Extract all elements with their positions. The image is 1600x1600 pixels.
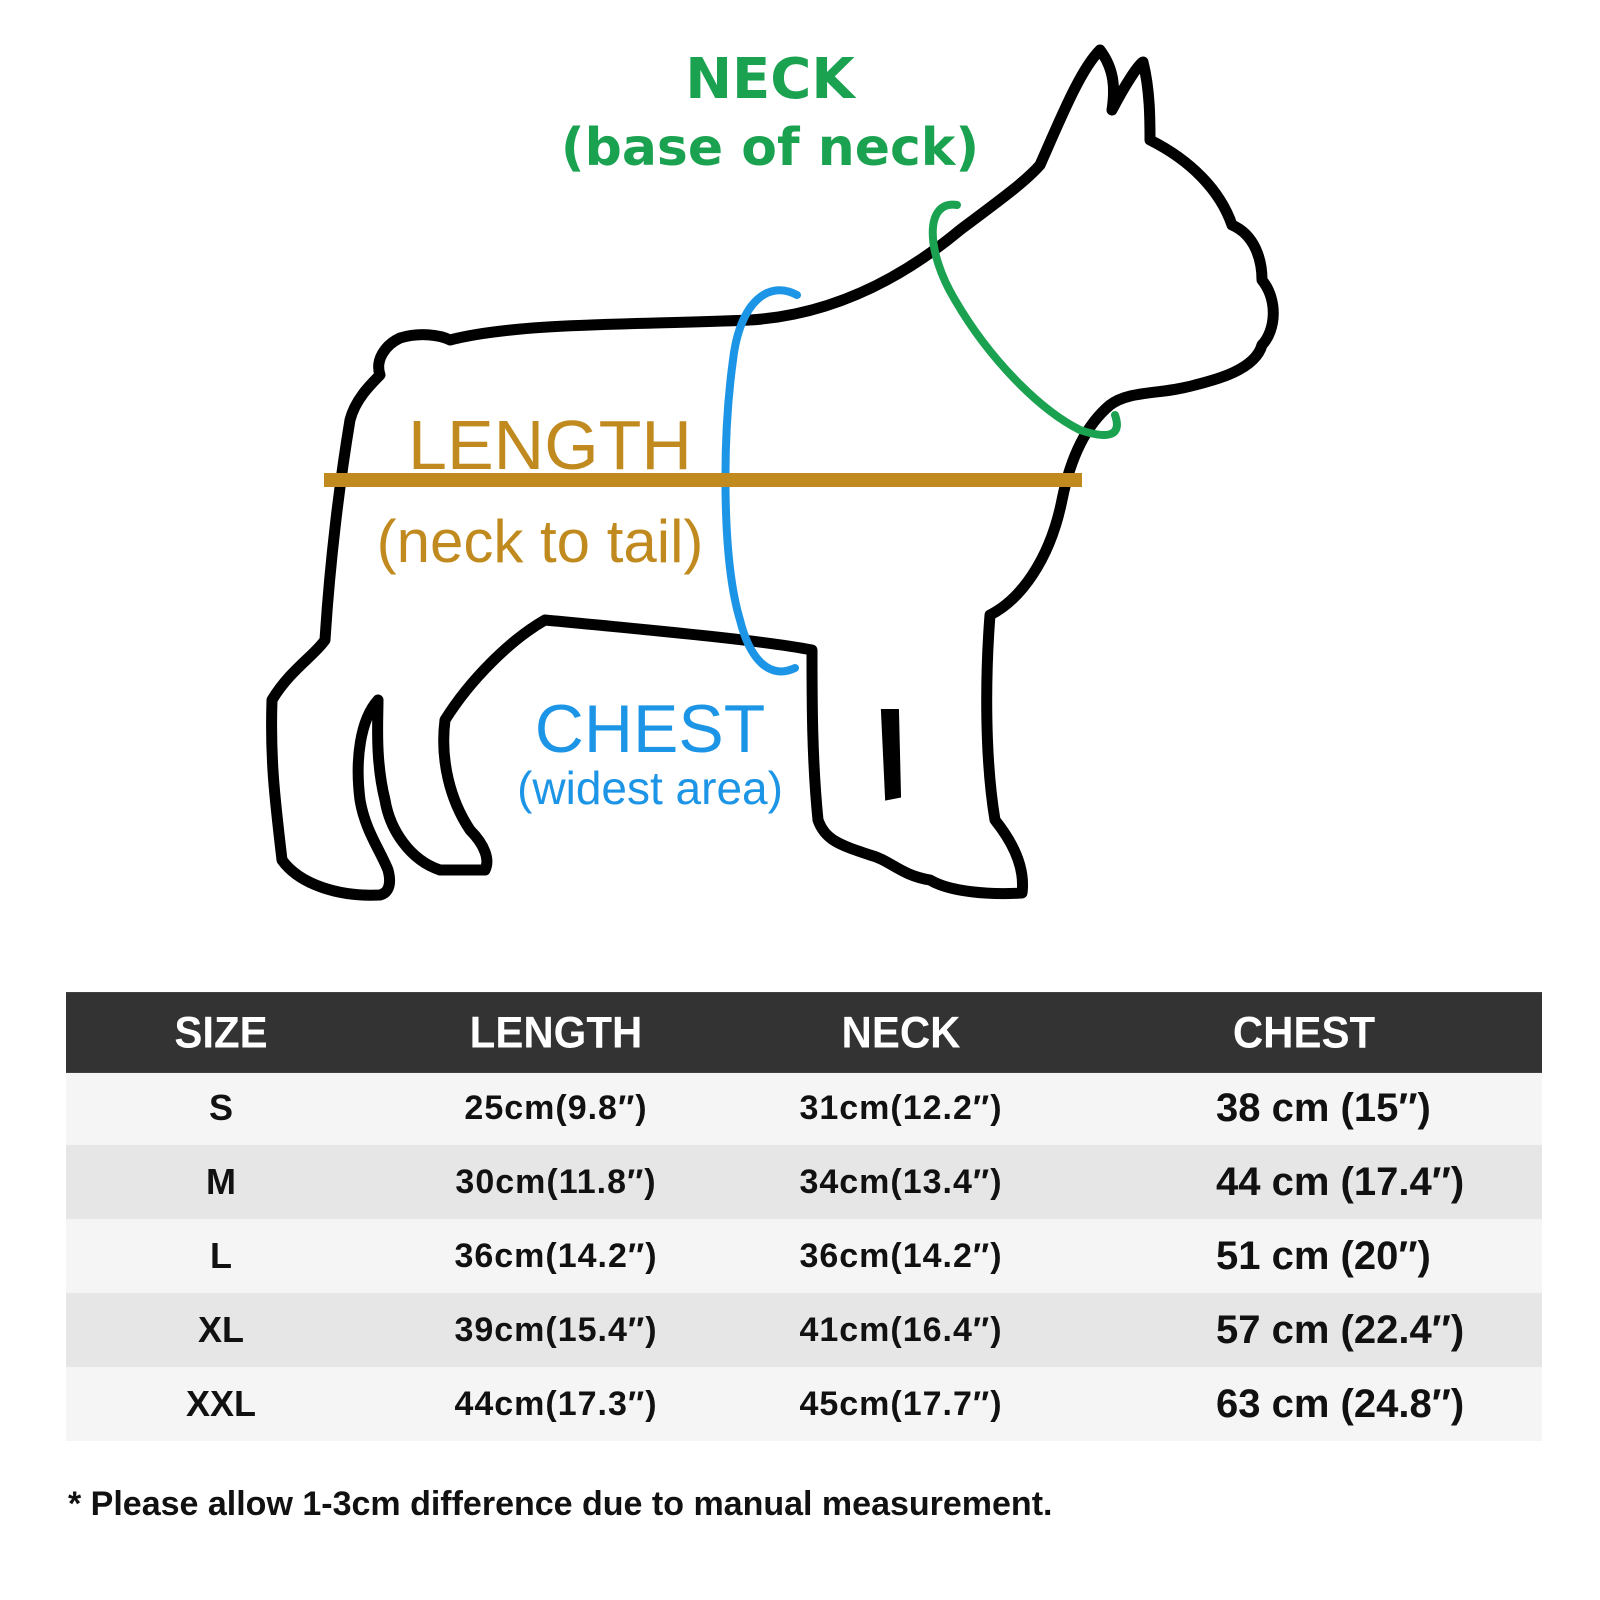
length-sublabel: (neck to tail) <box>376 508 704 575</box>
table-row: M 30cm(11.8″) 34cm(13.4″) 44 cm (17.4″) <box>66 1145 1542 1219</box>
cell-neck: 34cm(13.4″) <box>736 1145 1066 1219</box>
chest-sublabel: (widest area) <box>517 762 783 814</box>
table-row: L 36cm(14.2″) 36cm(14.2″) 51 cm (20″) <box>66 1219 1542 1293</box>
cell-size: L <box>66 1219 376 1293</box>
cell-neck: 31cm(12.2″) <box>736 1071 1066 1145</box>
header-neck: NECK <box>736 992 1066 1073</box>
dog-measurement-diagram <box>266 44 1279 901</box>
header-length: LENGTH <box>376 992 736 1073</box>
cell-chest: 44 cm (17.4″) <box>1066 1145 1542 1219</box>
cell-length: 30cm(11.8″) <box>376 1145 736 1219</box>
table-row: XXL 44cm(17.3″) 45cm(17.7″) 63 cm (24.8″… <box>66 1367 1542 1441</box>
cell-chest: 51 cm (20″) <box>1066 1219 1542 1293</box>
header-chest: CHEST <box>1066 992 1542 1073</box>
table-header-row: SIZE LENGTH NECK CHEST <box>66 992 1542 1073</box>
dog-outline <box>266 44 1279 901</box>
cell-chest: 57 cm (22.4″) <box>1066 1293 1542 1367</box>
measurement-note: * Please allow 1-3cm difference due to m… <box>68 1485 1053 1523</box>
cell-length: 36cm(14.2″) <box>376 1219 736 1293</box>
size-chart-table: SIZE LENGTH NECK CHEST S 25cm(9.8″) 31cm… <box>66 992 1542 1441</box>
dog-inner-leg <box>880 709 902 801</box>
cell-neck: 41cm(16.4″) <box>736 1293 1066 1367</box>
cell-length: 44cm(17.3″) <box>376 1367 736 1441</box>
cell-neck: 45cm(17.7″) <box>736 1367 1066 1441</box>
table-row: S 25cm(9.8″) 31cm(12.2″) 38 cm (15″) <box>66 1071 1542 1145</box>
table-row: XL 39cm(15.4″) 41cm(16.4″) 57 cm (22.4″) <box>66 1293 1542 1367</box>
neck-sublabel: (base of neck) <box>560 118 980 178</box>
cell-length: 25cm(9.8″) <box>376 1071 736 1145</box>
neck-ring <box>928 200 1121 439</box>
cell-size: S <box>66 1071 376 1145</box>
cell-chest: 63 cm (24.8″) <box>1066 1367 1542 1441</box>
chest-label: CHEST <box>534 691 766 767</box>
cell-size: XXL <box>66 1367 376 1441</box>
cell-length: 39cm(15.4″) <box>376 1293 736 1367</box>
neck-label: NECK <box>685 47 855 112</box>
cell-size: M <box>66 1145 376 1219</box>
cell-neck: 36cm(14.2″) <box>736 1219 1066 1293</box>
length-label: LENGTH <box>408 406 692 484</box>
header-size: SIZE <box>66 992 376 1073</box>
cell-chest: 38 cm (15″) <box>1066 1071 1542 1145</box>
cell-size: XL <box>66 1293 376 1367</box>
